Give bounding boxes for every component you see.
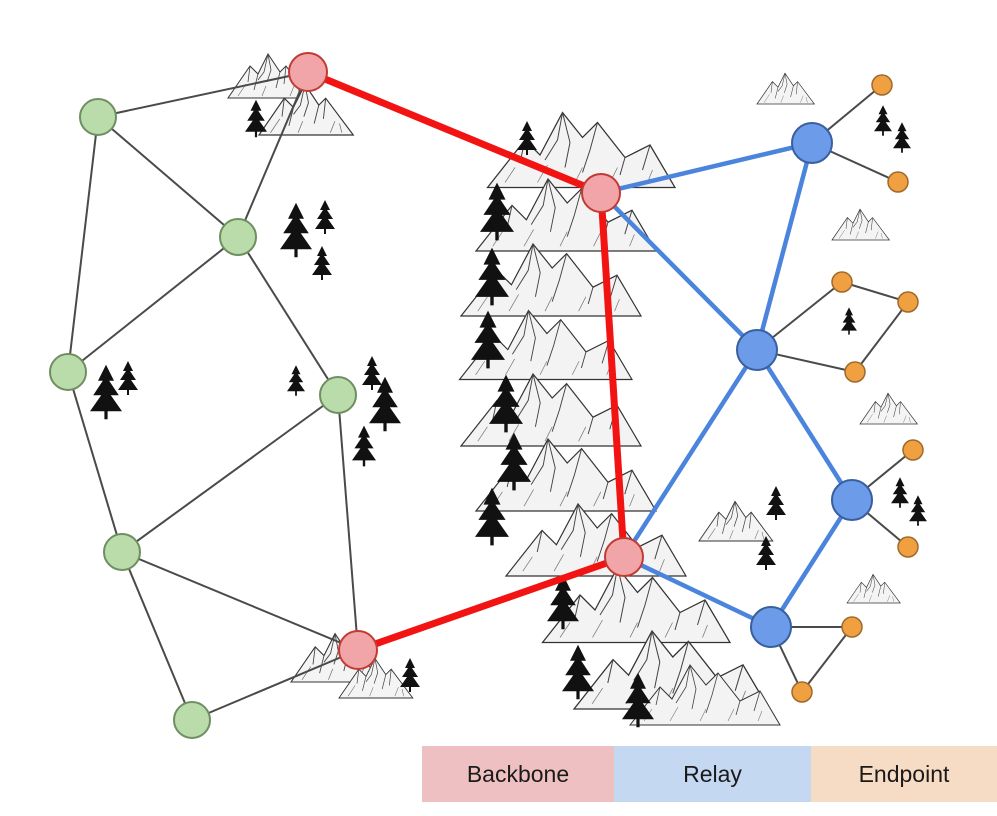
access-node xyxy=(49,353,87,391)
relay-node xyxy=(736,329,778,371)
relay-link xyxy=(621,554,774,630)
endpoint-nodes xyxy=(791,74,924,703)
legend-item-relay: Relay xyxy=(614,746,811,802)
access-link xyxy=(67,236,239,373)
legend-label-endpoint: Endpoint xyxy=(858,760,950,787)
backbone-node xyxy=(288,52,328,92)
access-link xyxy=(121,394,339,553)
endpoint-node xyxy=(871,74,893,96)
access-link xyxy=(97,116,239,238)
relay-link xyxy=(621,347,760,560)
legend-item-endpoint: Endpoint xyxy=(811,746,997,802)
backbone-link xyxy=(354,553,628,654)
endpoint-link xyxy=(854,301,909,373)
relay-node xyxy=(831,479,873,521)
access-node xyxy=(79,98,117,136)
relay-nodes xyxy=(736,122,873,648)
endpoint-link xyxy=(801,626,853,693)
backbone-node xyxy=(604,537,644,577)
access-links xyxy=(67,71,359,721)
access-link xyxy=(67,371,123,553)
access-link xyxy=(67,116,99,373)
endpoint-node xyxy=(897,536,919,558)
legend-item-backbone: Backbone xyxy=(422,746,614,802)
access-link xyxy=(97,71,309,118)
backbone-link xyxy=(304,68,605,197)
access-link xyxy=(237,236,339,396)
relay-link xyxy=(598,190,760,353)
backbone-links xyxy=(304,68,628,654)
backbone-link xyxy=(597,189,628,561)
access-node xyxy=(219,218,257,256)
endpoint-node xyxy=(902,439,924,461)
relay-link xyxy=(598,140,815,196)
relay-link xyxy=(754,140,815,353)
endpoint-node xyxy=(831,271,853,293)
backbone-nodes xyxy=(288,52,644,670)
relay-node xyxy=(750,606,792,648)
endpoint-node xyxy=(844,361,866,383)
access-link xyxy=(121,551,359,651)
backbone-node xyxy=(338,630,378,670)
access-node xyxy=(173,701,211,739)
access-node xyxy=(319,376,357,414)
legend: Backbone Relay Endpoint xyxy=(422,746,997,802)
access-link xyxy=(191,649,359,721)
legend-label-relay: Relay xyxy=(683,760,742,787)
pine-tree-icon xyxy=(90,99,927,728)
relay-link xyxy=(754,347,855,503)
relay-node xyxy=(791,122,833,164)
endpoint-node xyxy=(897,291,919,313)
relay-links xyxy=(598,140,855,630)
relay-link xyxy=(768,497,855,630)
backbone-node xyxy=(581,173,621,213)
access-link xyxy=(121,551,193,721)
legend-label-backbone: Backbone xyxy=(466,760,570,787)
access-link xyxy=(237,71,309,238)
endpoint-node xyxy=(791,681,813,703)
access-node xyxy=(103,533,141,571)
access-link xyxy=(337,394,359,651)
endpoint-node xyxy=(841,616,863,638)
access-nodes xyxy=(49,98,357,739)
endpoint-node xyxy=(887,171,909,193)
endpoint-link xyxy=(841,281,909,303)
